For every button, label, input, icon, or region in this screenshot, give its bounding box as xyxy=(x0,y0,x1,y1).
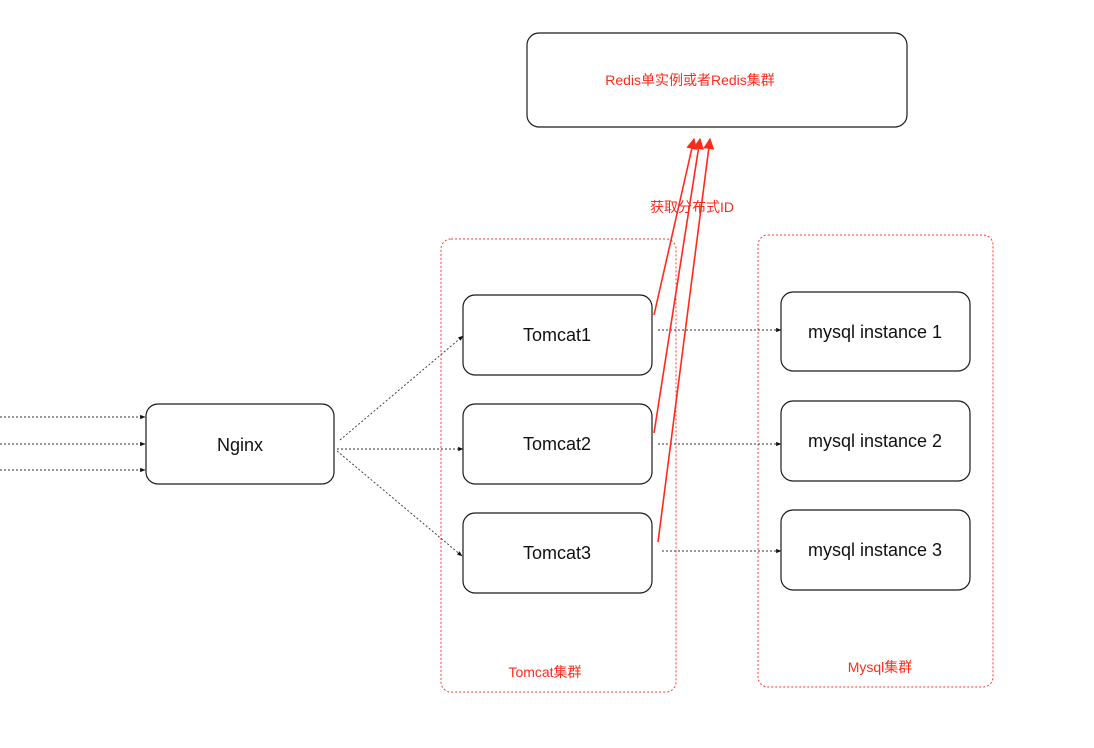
mysql2-label: mysql instance 2 xyxy=(808,431,942,451)
mysql2-box xyxy=(780,400,971,482)
tomcat2-to-redis-arrow xyxy=(653,137,704,434)
mysql3-label: mysql instance 3 xyxy=(808,540,942,560)
tomcat1-to-redis-arrow xyxy=(653,137,698,316)
tomcat2-box xyxy=(462,403,653,485)
redis-box xyxy=(526,32,908,128)
nginx-box xyxy=(145,403,335,485)
mysql1-box xyxy=(780,291,971,372)
nginx-to-tomcat3-arrow xyxy=(336,450,463,557)
nginx-to-tomcat1-arrow xyxy=(339,335,464,441)
mysql1-label: mysql instance 1 xyxy=(808,322,942,342)
tomcat2-label: Tomcat2 xyxy=(523,434,591,454)
tomcat1-label: Tomcat1 xyxy=(523,325,591,345)
tomcat-cluster-label: Tomcat集群 xyxy=(508,664,581,680)
tomcat3-to-redis-arrow xyxy=(657,137,715,543)
tomcat3-box xyxy=(462,512,653,594)
tomcat1-box xyxy=(462,294,653,376)
redis-label: Redis单实例或者Redis集群 xyxy=(605,72,775,88)
get-id-label: 获取分布式ID xyxy=(650,199,734,215)
mysql-cluster-group xyxy=(757,234,994,688)
tomcat3-label: Tomcat3 xyxy=(523,543,591,563)
mysql3-box xyxy=(780,509,971,591)
nginx-label: Nginx xyxy=(217,435,263,455)
mysql-cluster-label: Mysql集群 xyxy=(848,659,913,675)
